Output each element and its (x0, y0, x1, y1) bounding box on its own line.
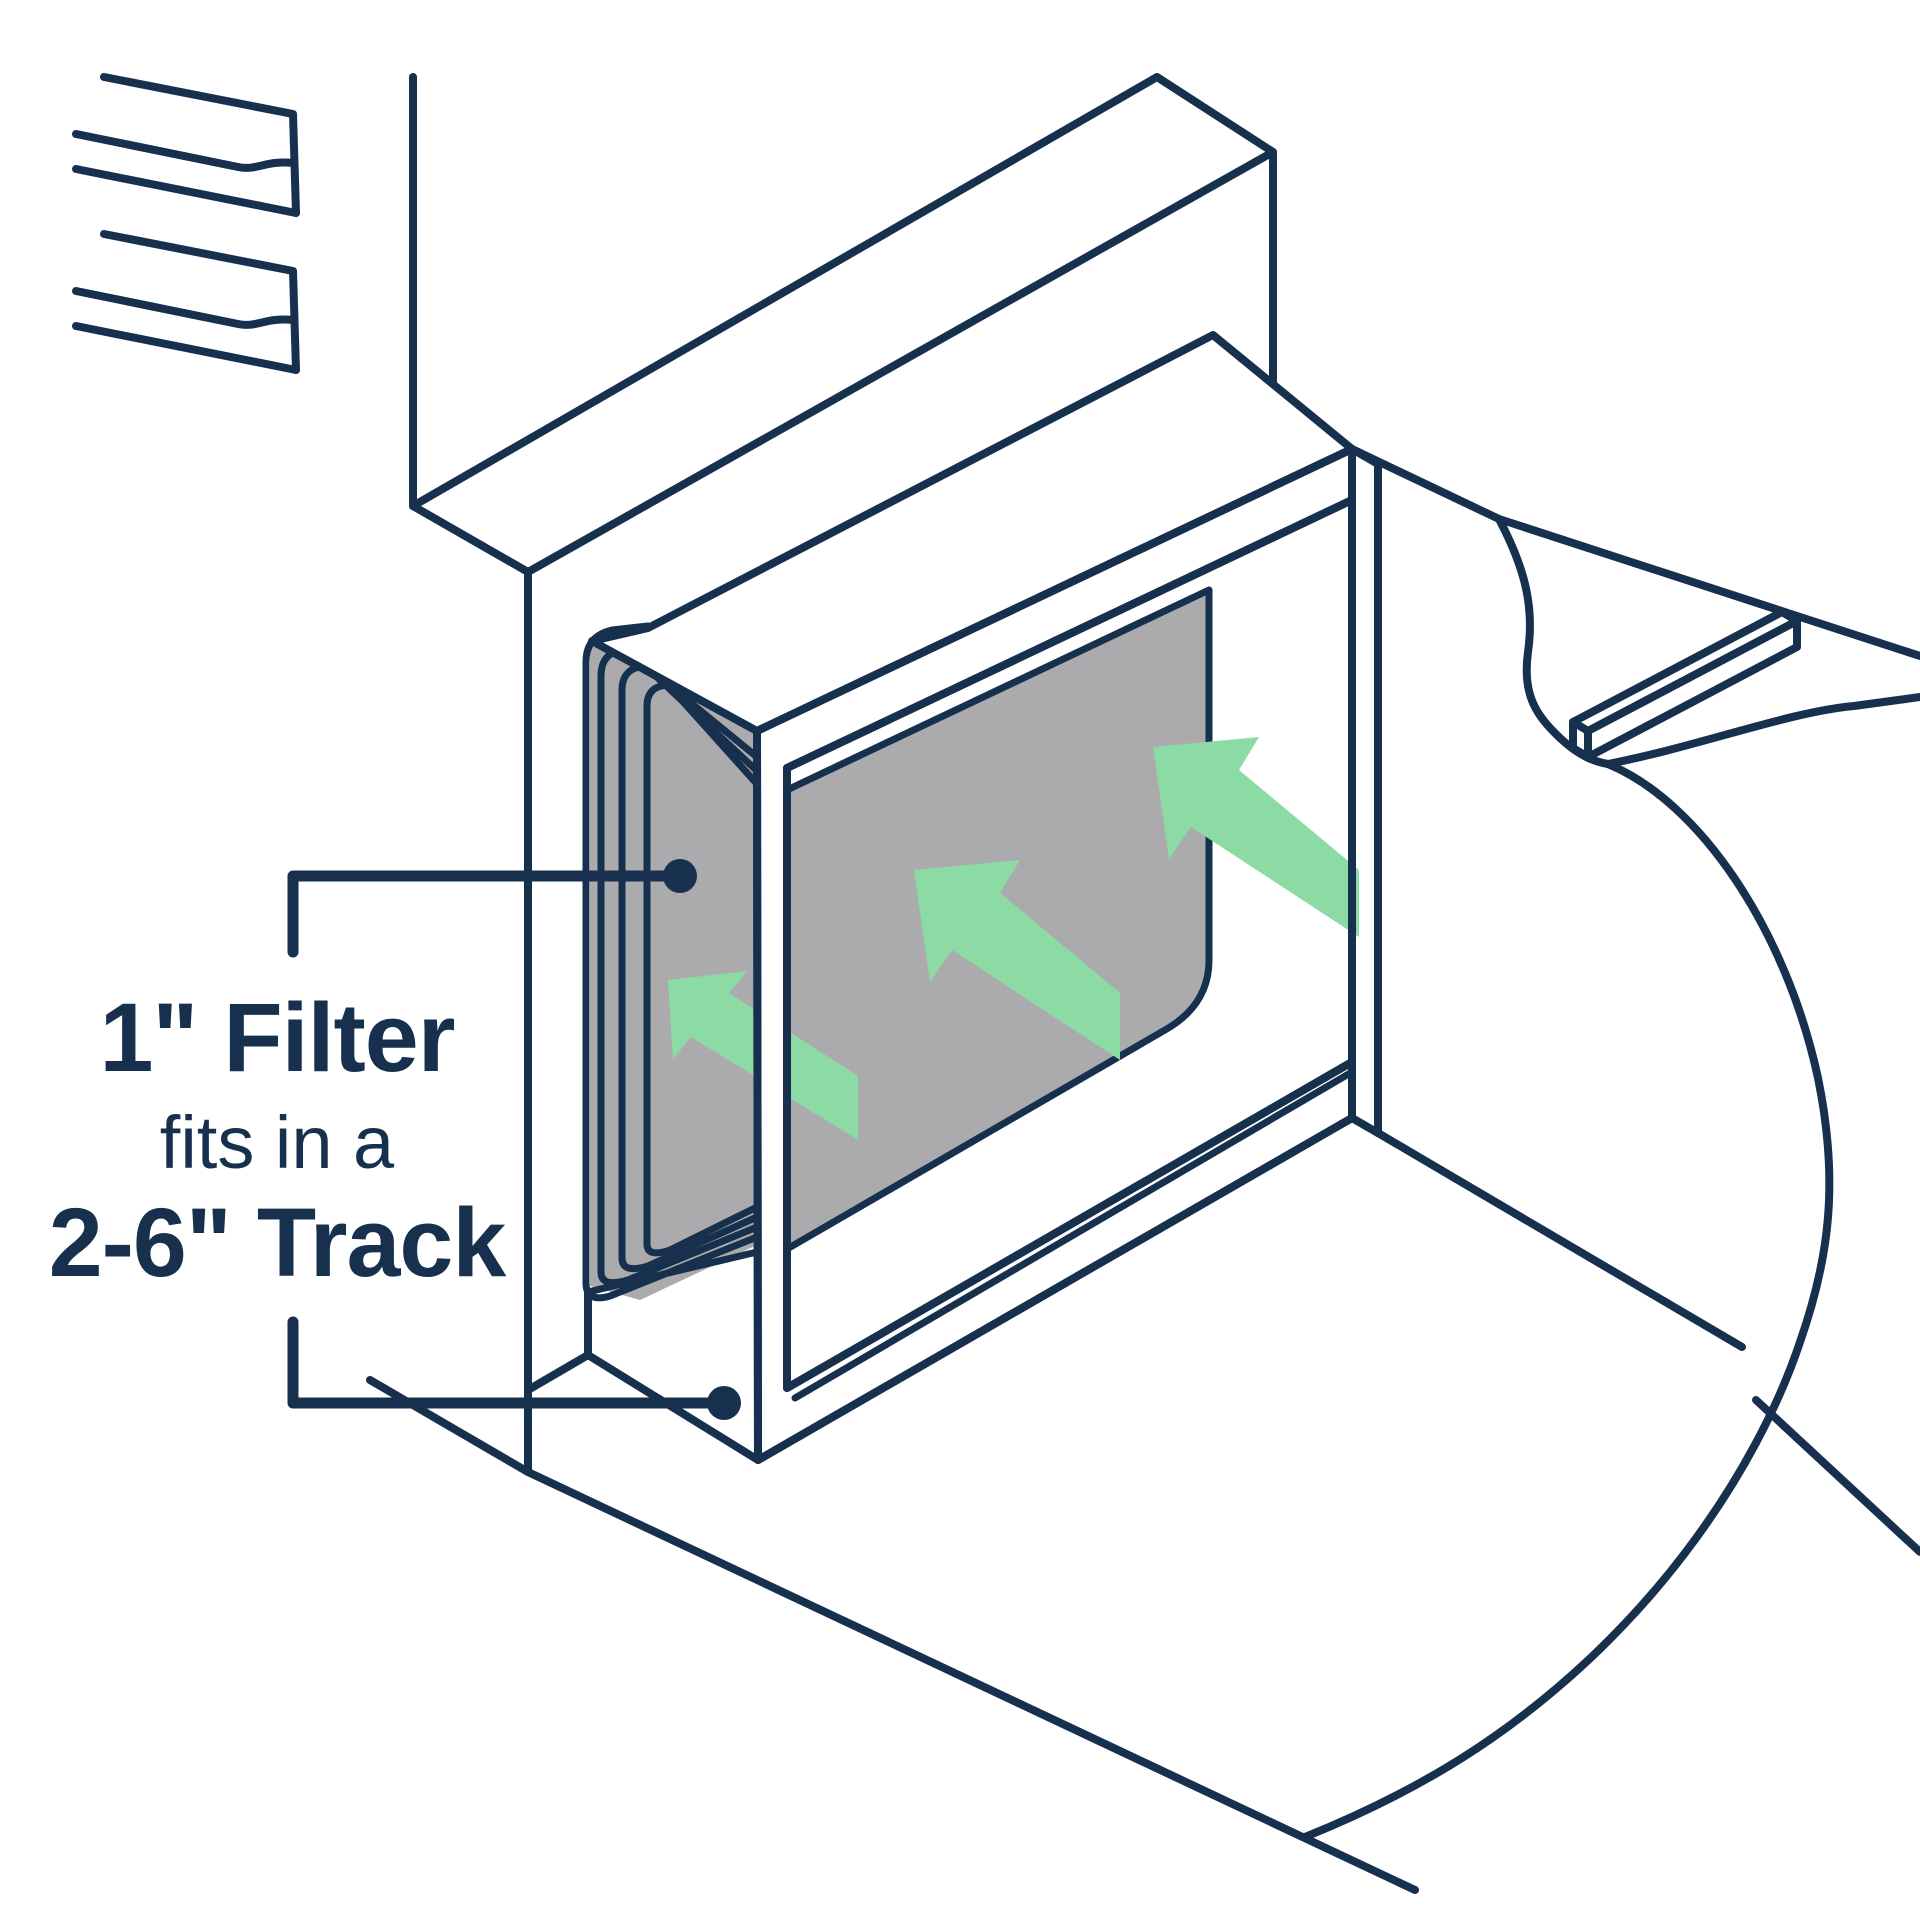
airflow-arrow-middle (914, 860, 1120, 1060)
mounting-bracket (1569, 608, 1801, 761)
callout-filter (287, 859, 697, 958)
furnace-cabinet (366, 73, 1277, 1476)
track-size-label: 2-6" Track (48, 1187, 507, 1297)
furnace-louver-vents (72, 73, 300, 374)
track-frame (524, 445, 1382, 1464)
callout-filter-dot (663, 859, 697, 893)
floor-line (524, 1468, 1419, 1894)
label-block: 1" Filter fits in a 2-6" Track (37, 983, 517, 1297)
blower-scroll-curve (1301, 760, 1834, 1841)
track-top-face (588, 331, 1356, 735)
filter-panel (582, 622, 761, 1359)
callout-track-dot (707, 1386, 741, 1420)
filter-size-label: 1" Filter (99, 983, 455, 1092)
connector-label: fits in a (159, 1100, 395, 1184)
callout-track (287, 1316, 741, 1420)
airflow-arrow-large (1153, 737, 1359, 937)
